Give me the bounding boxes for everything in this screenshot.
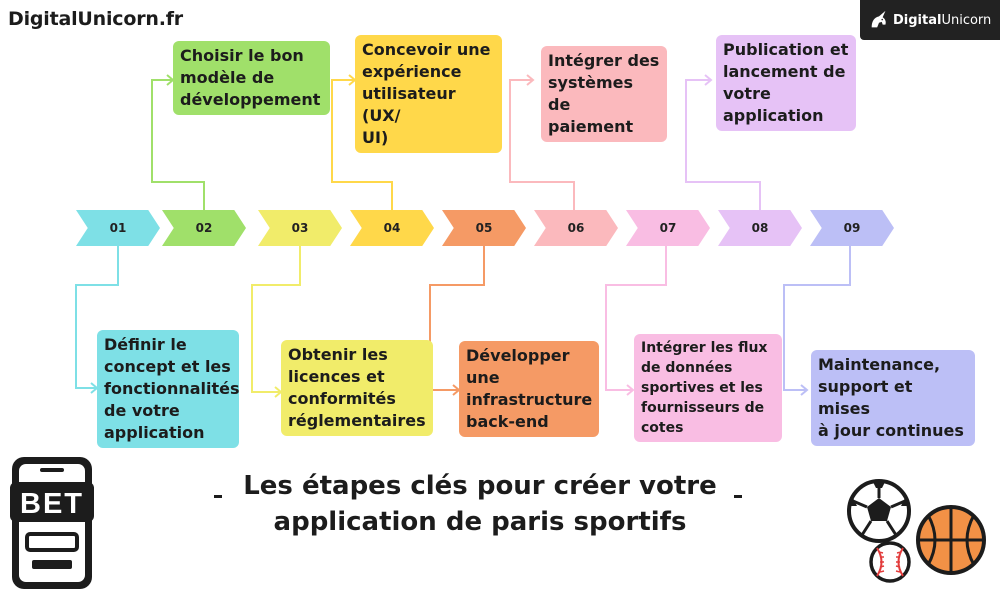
- step-04-chevron: 04: [350, 210, 434, 246]
- connector-03: [251, 246, 301, 393]
- step-04-label: Concevoir une expérience utilisateur (UX…: [362, 40, 491, 147]
- basketball-icon: [916, 505, 986, 575]
- step-02-card: Choisir le bon modèle de développement: [173, 41, 330, 115]
- step-01-card: Définir le concept et les fonctionnalité…: [97, 330, 240, 448]
- step-07-label: Intégrer les flux de données sportives e…: [641, 340, 768, 436]
- connector-01: [75, 246, 119, 389]
- soccer-ball-icon: [847, 479, 911, 543]
- step-05-chevron: 05: [442, 210, 526, 246]
- step-08-card: Publication et lancement de votre applic…: [716, 35, 856, 131]
- step-05-card: Développer une infrastructure back-end: [459, 341, 599, 437]
- title-dash-left: [214, 495, 222, 498]
- step-09-number: 09: [843, 221, 861, 235]
- step-02-chevron: 02: [162, 210, 246, 246]
- step-02-number: 02: [195, 221, 213, 235]
- phone-bet-icon: BET: [10, 457, 94, 589]
- step-09-label: Maintenance, support et mises à jour con…: [818, 355, 964, 440]
- connector-04: [331, 79, 393, 210]
- step-08-chevron: 08: [718, 210, 802, 246]
- step-03-card: Obtenir les licences et conformités régl…: [281, 340, 433, 436]
- phone-bet-text: BET: [20, 488, 84, 520]
- step-05-number: 05: [475, 221, 493, 235]
- step-06-label: Intégrer des systèmes de paiement: [548, 51, 660, 136]
- step-08-label: Publication et lancement de votre applic…: [723, 40, 849, 125]
- title-dash-right: [734, 495, 742, 498]
- unicorn-icon: [871, 10, 886, 28]
- step-03-number: 03: [291, 221, 309, 235]
- step-07-number: 07: [659, 221, 677, 235]
- connector-06: [509, 79, 575, 210]
- step-02-label: Choisir le bon modèle de développement: [180, 46, 321, 109]
- connector-05: [429, 246, 485, 391]
- connector-07: [605, 246, 667, 391]
- connector-02: [151, 79, 205, 210]
- baseball-icon: [869, 541, 911, 583]
- sports-balls-illustration: [847, 479, 986, 583]
- connector-08: [685, 79, 761, 210]
- step-09-card: Maintenance, support et mises à jour con…: [811, 350, 975, 446]
- connector-09: [783, 246, 851, 391]
- step-03-chevron: 03: [258, 210, 342, 246]
- step-01-label: Définir le concept et les fonctionnalité…: [104, 335, 240, 442]
- step-01-chevron: 01: [76, 210, 160, 246]
- step-07-chevron: 07: [626, 210, 710, 246]
- step-07-card: Intégrer les flux de données sportives e…: [634, 334, 782, 442]
- step-05-label: Développer une infrastructure back-end: [466, 346, 593, 431]
- step-06-chevron: 06: [534, 210, 618, 246]
- step-03-label: Obtenir les licences et conformités régl…: [288, 345, 426, 430]
- step-01-number: 01: [109, 221, 127, 235]
- page-title: Les étapes clés pour créer votre applica…: [243, 471, 717, 537]
- step-04-number: 04: [383, 221, 401, 235]
- step-06-number: 06: [567, 221, 585, 235]
- site-name: DigitalUnicorn.fr: [8, 8, 183, 30]
- step-06-card: Intégrer des systèmes de paiement: [541, 46, 667, 142]
- logo-bold: Digital: [893, 12, 942, 28]
- logo-light: Unicorn: [941, 12, 992, 28]
- step-08-number: 08: [751, 221, 769, 235]
- step-09-chevron: 09: [810, 210, 894, 246]
- step-04-card: Concevoir une expérience utilisateur (UX…: [355, 35, 502, 153]
